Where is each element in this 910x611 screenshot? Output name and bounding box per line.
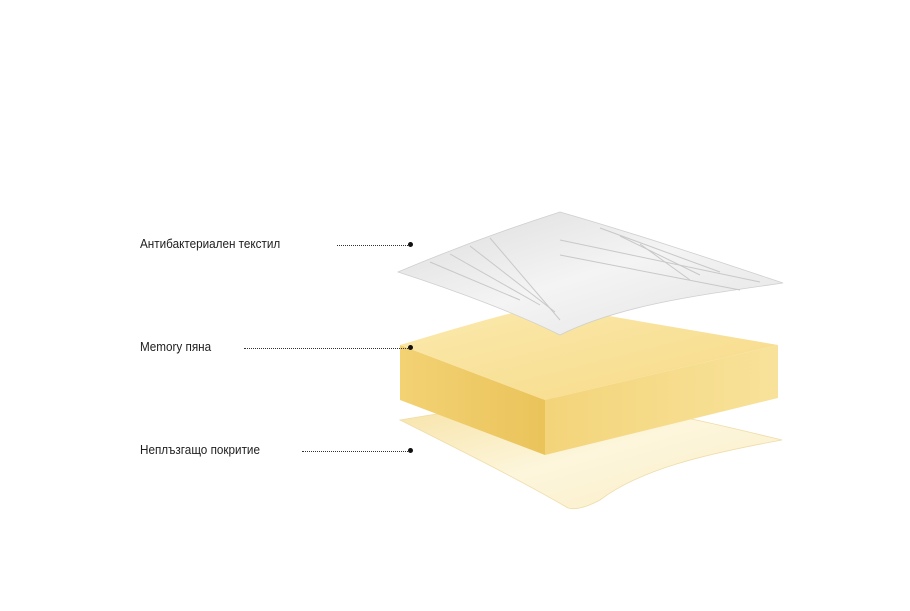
antibacterial-textile-layer bbox=[396, 211, 784, 336]
label-antibacterial-textile: Антибактериален текстил bbox=[140, 236, 281, 251]
pointer-dot bbox=[408, 242, 413, 247]
leader-line bbox=[337, 245, 410, 246]
leader-line bbox=[302, 451, 410, 452]
pointer-dot bbox=[408, 345, 413, 350]
label-memory-foam: Memory пяна bbox=[140, 339, 212, 354]
pointer-dot bbox=[408, 448, 413, 453]
leader-line bbox=[244, 348, 410, 349]
label-anti-slip-coating: Неплъзгащо покритие bbox=[140, 442, 260, 457]
memory-foam-layer bbox=[400, 305, 778, 455]
